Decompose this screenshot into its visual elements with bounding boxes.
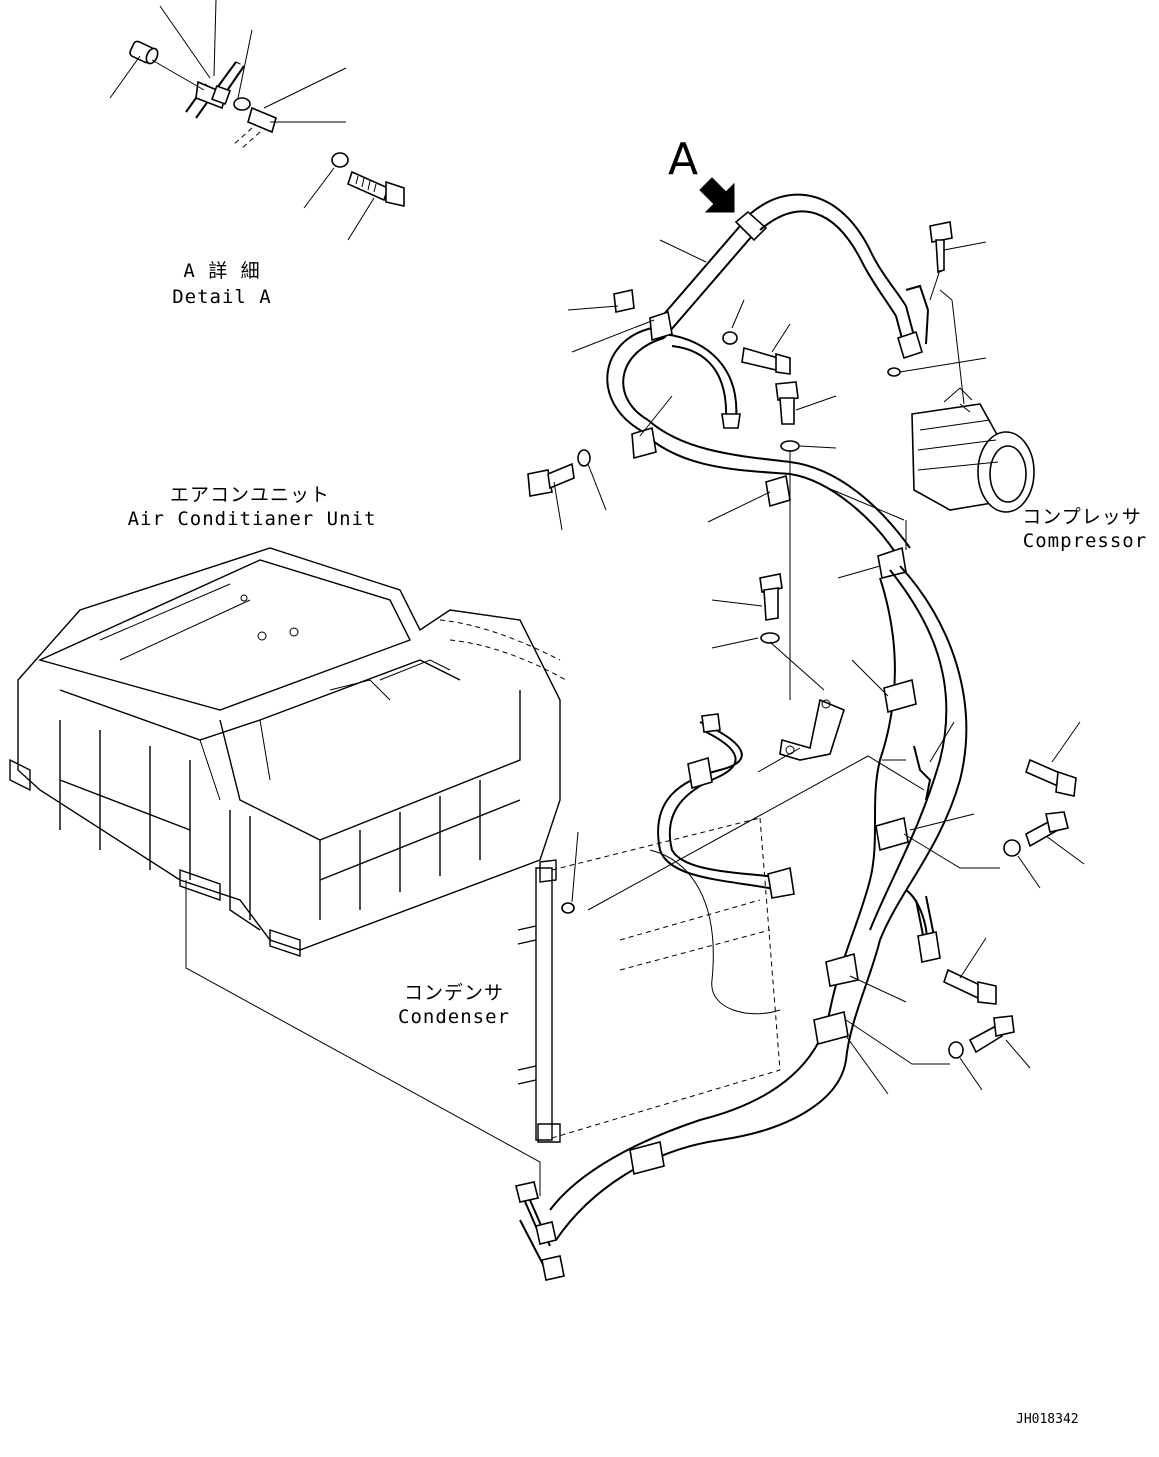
detail-a-clamp-2 <box>231 106 277 151</box>
hose-clamp-f <box>883 678 917 714</box>
air-conditioner-unit-label-en: Air Conditianer Unit <box>127 508 377 530</box>
washer-1 <box>722 331 738 345</box>
condenser-label-en: Condenser <box>398 1006 510 1028</box>
hose-clamp-d <box>765 474 791 508</box>
bolt-5 <box>1025 758 1077 797</box>
main-hose-run <box>549 565 968 1241</box>
detail-a-washer <box>331 152 349 168</box>
hose-clamp-l <box>767 866 795 899</box>
detail-a-label-en: Detail A <box>172 286 272 308</box>
detail-a-nut <box>233 97 251 111</box>
condenser-o-ring <box>561 902 575 914</box>
detail-a-label-jp: A 詳 細 <box>183 260 261 282</box>
hose-clamp-i <box>813 1011 849 1045</box>
bolt-3 <box>527 462 575 497</box>
compressor-bolt <box>929 221 953 274</box>
bolt-2 <box>775 381 799 425</box>
upper-hose-assembly <box>606 193 930 579</box>
washer-4 <box>760 632 780 644</box>
compressor-body <box>911 387 1035 513</box>
hose-clamp-j <box>629 1141 665 1175</box>
detail-a-collar <box>129 40 159 65</box>
hose-clamp-k <box>687 756 713 790</box>
air-conditioner-unit-body <box>9 547 567 957</box>
front-hose <box>657 713 795 899</box>
hose-clamp-g <box>875 816 909 852</box>
air-conditioner-unit-label-jp: エアコンユニット <box>169 484 330 506</box>
compressor-label-jp: コンプレッサ <box>1022 506 1142 528</box>
detail-a-view <box>109 0 405 241</box>
hose-end-fitting-front <box>701 713 721 733</box>
hose-bracket <box>779 698 845 761</box>
hose-clamp-a <box>734 210 768 242</box>
compressor-label-en: Compressor <box>1022 530 1148 552</box>
detail-a-leader-lines <box>109 0 375 241</box>
pipe-fitting-right <box>917 931 941 963</box>
condenser-label-jp: コンデンサ <box>403 982 504 1004</box>
condenser-body <box>517 817 781 1143</box>
condenser-hose-fittings <box>515 1181 565 1281</box>
callout-leader-lines <box>553 239 1085 1095</box>
bolt-7 <box>943 968 997 1005</box>
bolt-6 <box>1025 811 1069 848</box>
detail-a-clamp <box>195 80 231 110</box>
view-a-arrow <box>699 177 735 213</box>
compressor-fitting <box>897 330 923 360</box>
view-marker-label: A <box>668 134 699 185</box>
washer-5 <box>1003 839 1021 857</box>
bolt-8 <box>968 1015 1015 1054</box>
unit-to-fitting-leader <box>185 880 541 1196</box>
hose-clamp-c <box>631 426 657 460</box>
hose-clamp-h <box>825 952 859 987</box>
bolt-1 <box>741 346 791 375</box>
washer-2 <box>780 440 800 452</box>
hose-clamp-b <box>649 310 673 342</box>
collar-upper <box>613 289 635 313</box>
washer-3 <box>577 449 591 467</box>
detail-a-bolt <box>347 170 405 207</box>
hose-end-fitting <box>721 413 741 429</box>
o-ring <box>887 367 901 377</box>
washer-6 <box>948 1041 964 1059</box>
bolt-4 <box>759 573 783 621</box>
drawing-code: JH018342 <box>1016 1412 1079 1427</box>
